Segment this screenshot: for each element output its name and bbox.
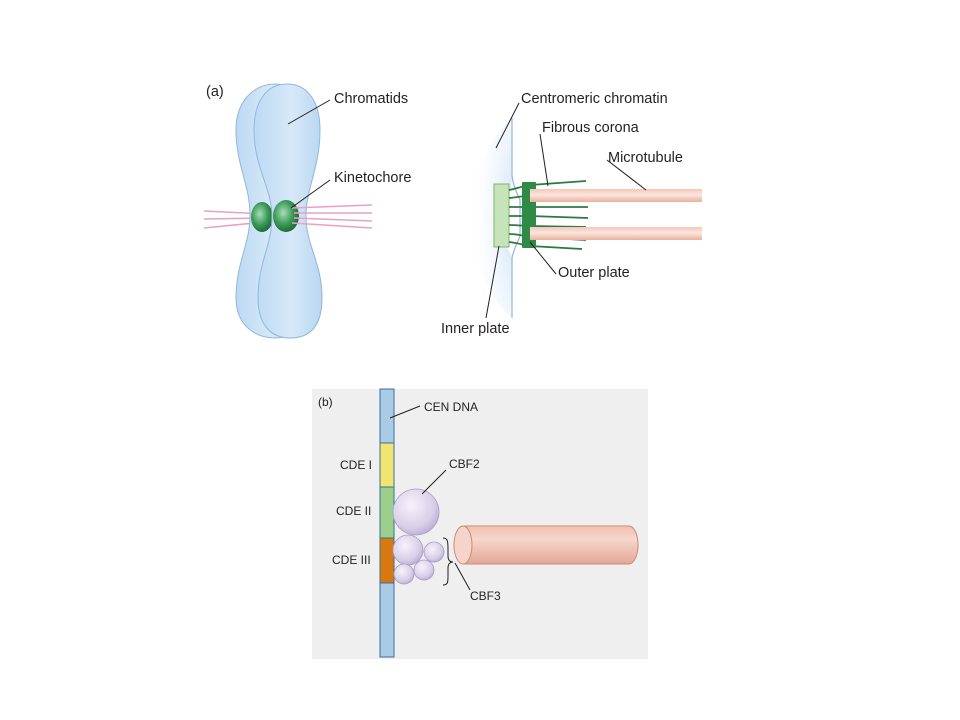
kinetochore-back [251,202,273,232]
chromatids-label: Chromatids [334,91,408,107]
cbf3-leader [454,562,471,591]
kinetochore-leader [290,179,331,209]
panel-b-tag: (b) [318,395,333,409]
cde-iii-segment [379,537,395,584]
inner-plate-label: Inner plate [441,321,510,337]
cbf-proteins [392,488,445,585]
cde-i-segment [379,442,395,488]
cde-ii-label: CDE II [336,504,371,518]
centromeric-chromatin [470,118,512,318]
centromeric-chromatin-label: Centromeric chromatin [521,91,668,107]
outer-plate-leader [529,241,557,275]
panel-b-background [312,389,648,659]
inner-plate [493,183,510,248]
cde-i-label: CDE I [340,458,372,472]
cbf2-leader [421,469,447,495]
cen-dna-leader [389,405,421,419]
cbf3-protein-3 [393,563,415,585]
microtubule-label: Microtubule [608,150,683,166]
spindle-fibers-right [291,204,373,229]
cbf3-protein-2 [423,541,445,563]
cde-iii-label: CDE III [332,553,371,567]
microtubule-upper [530,189,702,202]
inner-plate-leader [485,245,500,319]
cbf3-protein-1 [392,534,424,566]
microtubule-cylinder [453,525,639,565]
cbf3-brace [442,537,454,586]
cde-ii-segment [379,486,395,539]
fibrous-corona-label: Fibrous corona [542,120,640,136]
kinetochore-label: Kinetochore [334,170,411,186]
fibrous-corona-leader [539,133,549,187]
centromeric-chromatin-edge [511,118,521,318]
cbf3-protein-4 [413,559,435,581]
outer-plate-label: Outer plate [558,265,630,281]
panel-a-tag: (a) [206,84,224,100]
cbf3-label: CBF3 [470,589,501,603]
chromatids-leader [287,99,331,125]
cbf2-label: CBF2 [449,457,480,471]
cbf2-protein [392,488,440,536]
cen-dna-label: CEN DNA [424,400,478,414]
cen-dna-strand [379,388,395,658]
centromeric-chromatin-leader [495,102,520,149]
microtubule-lower [530,227,702,240]
microtubule-leader [606,159,647,191]
